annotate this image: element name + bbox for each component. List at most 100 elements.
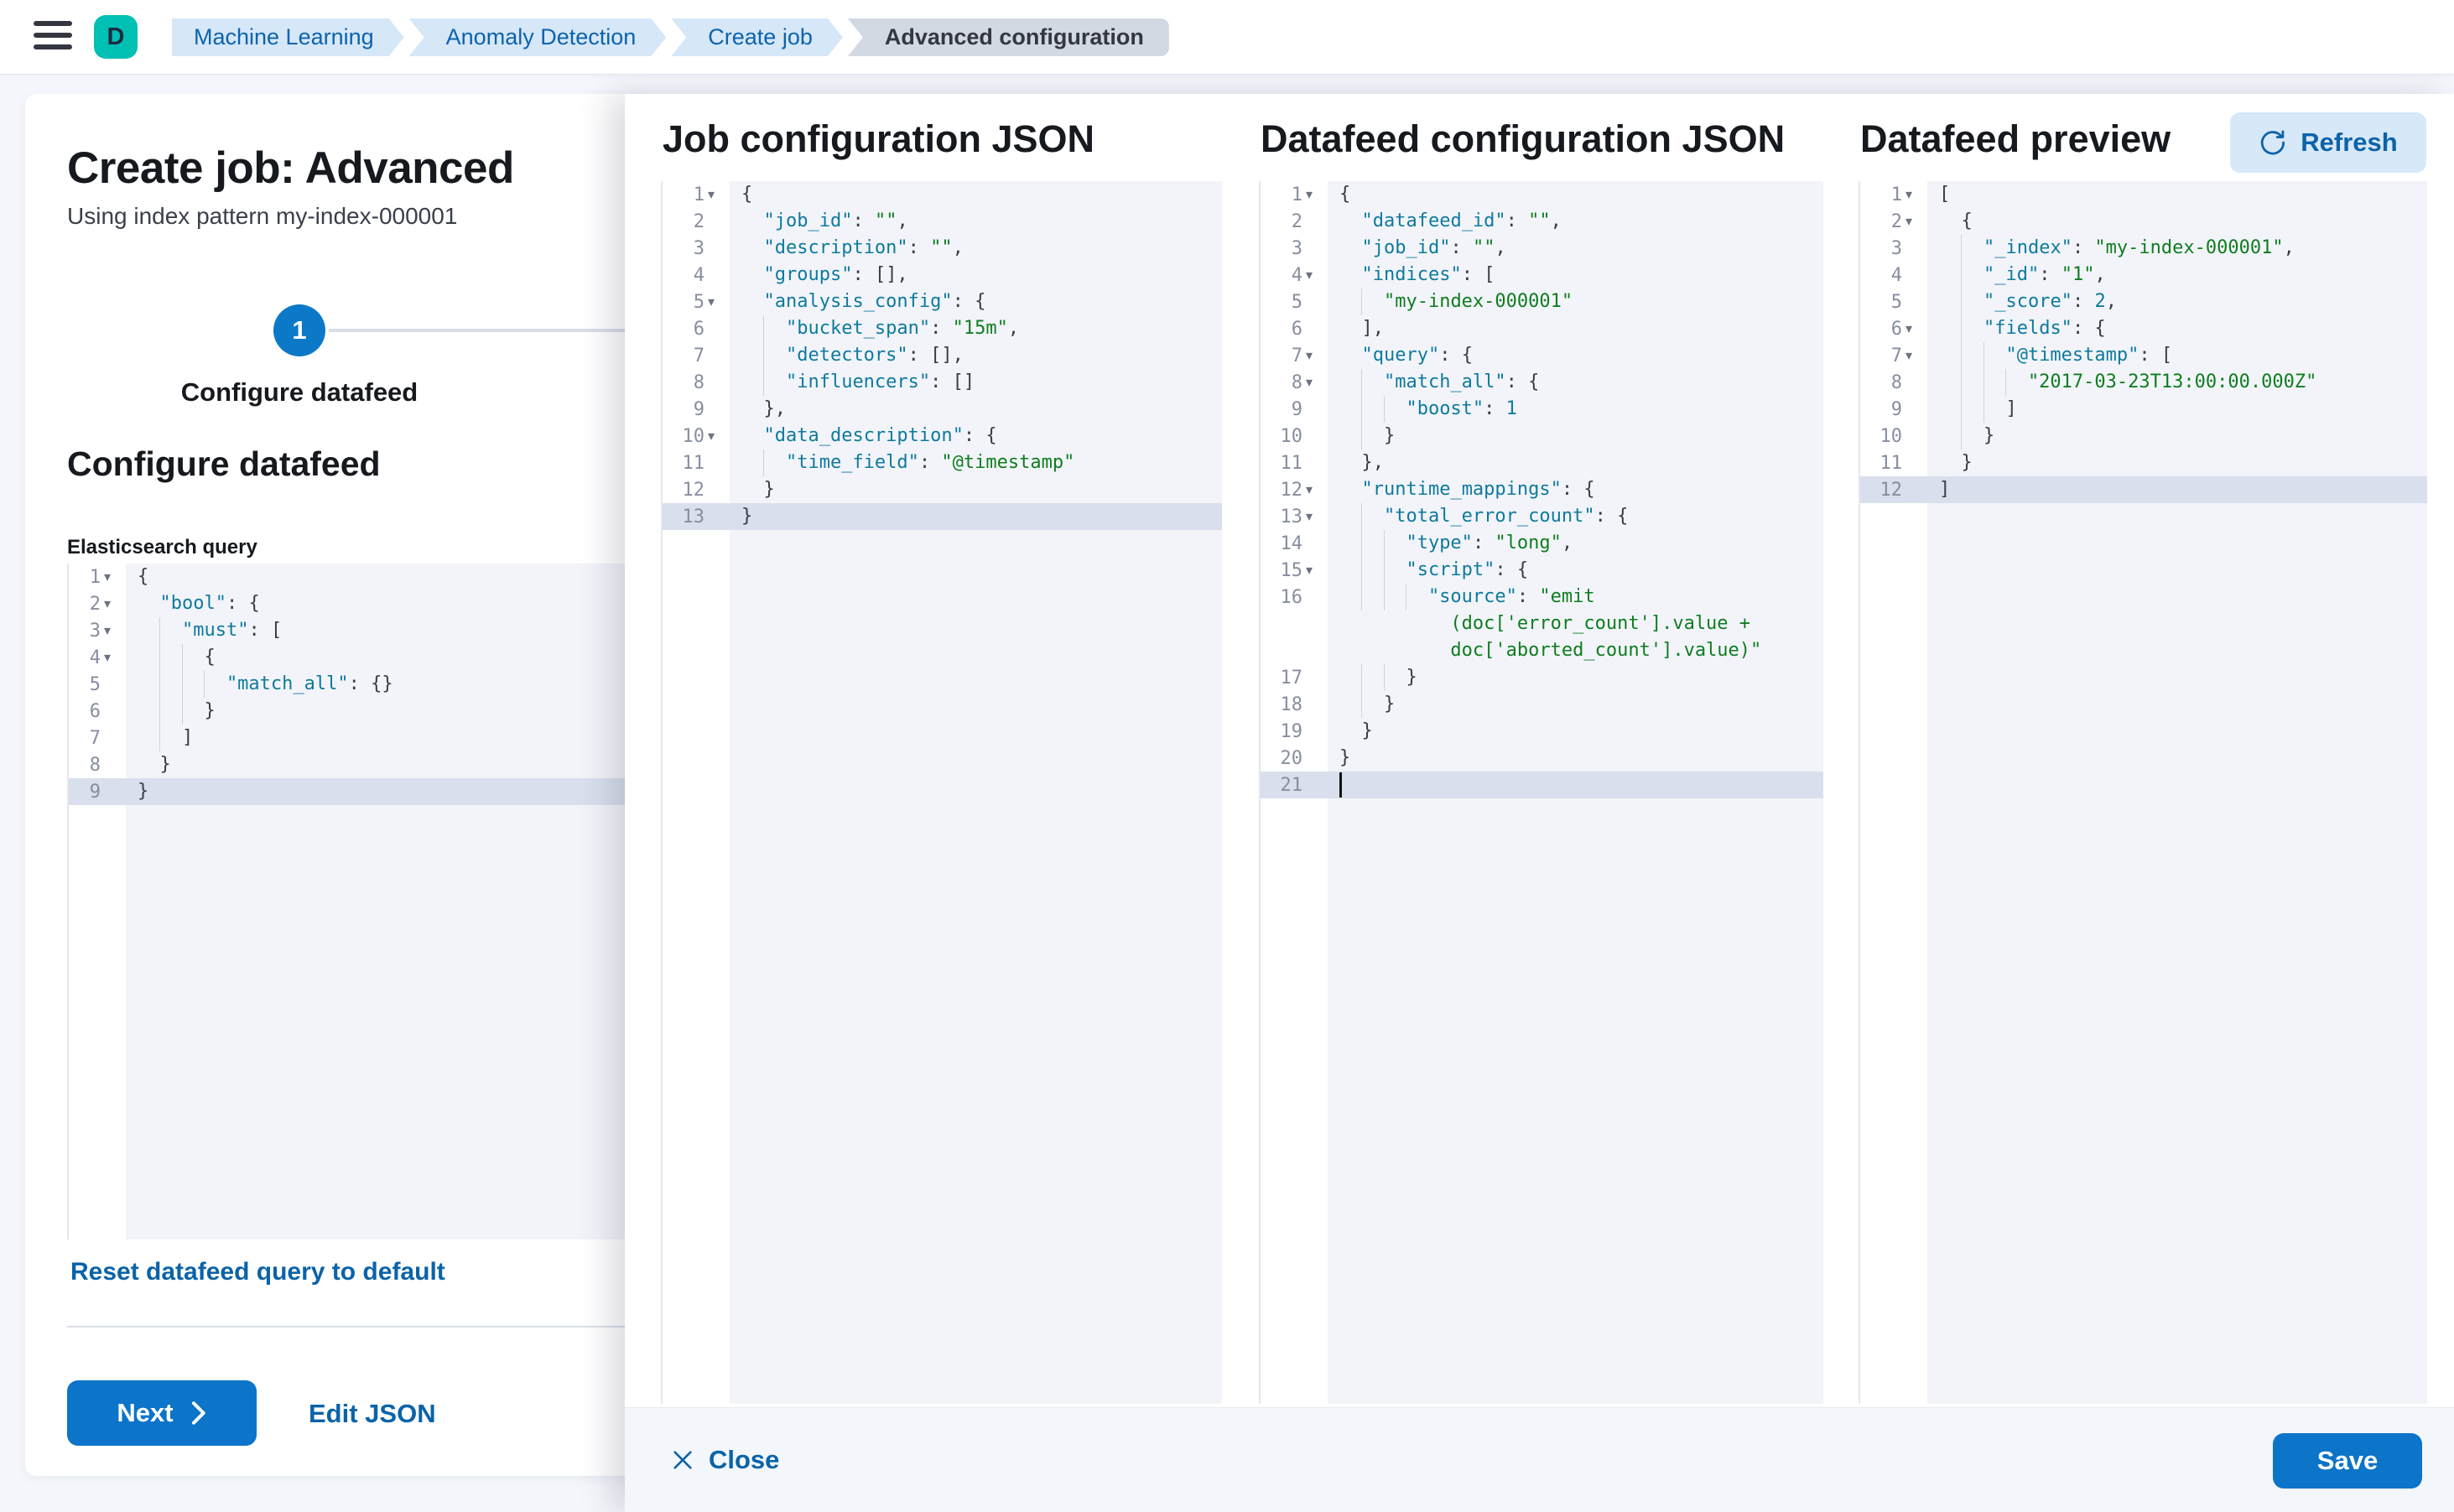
code-line: 7] [69, 725, 656, 751]
refresh-icon [2261, 130, 2285, 155]
code-line: 15▾"script": { [1261, 557, 1823, 584]
line-number: 10 [1280, 425, 1303, 447]
editor-content-background [1927, 181, 2427, 1404]
reset-datafeed-query-link[interactable]: Reset datafeed query to default [70, 1258, 445, 1286]
step-1-indicator[interactable]: 1 [273, 304, 325, 356]
line-number: 7 [693, 345, 704, 366]
code-line: 13} [663, 503, 1222, 530]
datafeed-config-title: Datafeed configuration JSON [1261, 117, 1786, 160]
space-avatar[interactable]: D [94, 15, 138, 59]
code-line: 7▾"query": { [1291, 345, 1473, 366]
fold-toggle-icon[interactable]: ▾ [104, 651, 112, 665]
line-number: 12 [1879, 479, 1903, 501]
code-line: 5"my-index-000001" [1261, 288, 1823, 315]
line-number: 3 [89, 620, 101, 642]
close-icon [673, 1451, 692, 1469]
page-subtitle: Using index pattern my-index-000001 [67, 203, 458, 229]
line-number: 1 [693, 184, 704, 205]
code-line: 13▾"total_error_count": { [1261, 503, 1823, 530]
line-number: 21 [1280, 774, 1303, 796]
code-line: 8▾"match_all": { [1261, 369, 1823, 396]
section-title: Configure datafeed [67, 444, 381, 483]
fold-toggle-icon[interactable]: ▾ [1306, 349, 1313, 363]
line-number: 16 [1280, 586, 1303, 608]
line-number: 14 [1280, 533, 1303, 554]
save-button[interactable]: Save [2273, 1433, 2422, 1489]
code-line: 8} [89, 754, 171, 776]
fold-toggle-icon[interactable]: ▾ [1905, 349, 1913, 363]
breadcrumb-item[interactable]: Create job [671, 18, 843, 56]
editor-content-background [126, 564, 656, 1239]
line-number: 7 [1890, 345, 1902, 366]
menu-icon[interactable] [34, 21, 74, 53]
es-query-editor[interactable]: 1▾{2▾"bool": {3▾"must": [4▾{5"match_all"… [67, 564, 656, 1239]
fold-toggle-icon[interactable]: ▾ [1306, 376, 1313, 390]
code-line: 10} [1261, 423, 1823, 449]
code-line: 17} [1261, 664, 1823, 691]
fold-toggle-icon[interactable]: ▾ [1905, 188, 1913, 202]
code-line: 10▾"data_description": { [682, 425, 997, 447]
edit-json-flyout: Job configuration JSON Datafeed configur… [625, 94, 2454, 1512]
step-label: Configure datafeed [180, 377, 419, 407]
fold-toggle-icon[interactable]: ▾ [1306, 268, 1313, 283]
line-number: 15 [1280, 559, 1303, 581]
next-button[interactable]: Next [67, 1380, 257, 1446]
line-number: 4 [89, 647, 101, 668]
datafeed-preview-editor[interactable]: 1▾[2▾{3"_index": "my-index-000001",4"_id… [1859, 181, 2427, 1404]
code-line: 5▾"analysis_config": { [693, 291, 986, 313]
line-number: 11 [682, 452, 705, 474]
code-line: 9] [1860, 396, 2427, 423]
job-config-title: Job configuration JSON [663, 117, 1095, 160]
line-number: 8 [1890, 372, 1902, 393]
code-line: 6"bucket_span": "15m", [663, 315, 1222, 342]
fold-toggle-icon[interactable]: ▾ [104, 570, 112, 585]
code-line: 2"datafeed_id": "", [1291, 210, 1562, 232]
fold-toggle-icon[interactable]: ▾ [1306, 483, 1313, 497]
code-line: 3"_index": "my-index-000001", [1860, 235, 2427, 262]
fold-toggle-icon[interactable]: ▾ [1905, 322, 1913, 336]
code-line: 3"description": "", [693, 237, 964, 259]
close-button[interactable]: Close [671, 1438, 779, 1482]
fold-toggle-icon[interactable]: ▾ [1306, 564, 1313, 578]
code-line: 12] [1860, 476, 2427, 503]
line-number: 17 [1280, 667, 1303, 688]
code-line: 2▾{ [1890, 210, 1973, 232]
code-line: 14"type": "long", [1261, 530, 1823, 557]
code-line: 11"time_field": "@timestamp" [663, 449, 1222, 476]
fold-toggle-icon[interactable]: ▾ [708, 295, 715, 309]
code-line: 12▾"runtime_mappings": { [1280, 479, 1595, 501]
code-line: 2"job_id": "", [693, 210, 908, 232]
fold-toggle-icon[interactable]: ▾ [1306, 510, 1313, 524]
fold-toggle-icon[interactable]: ▾ [708, 429, 715, 444]
line-number: 7 [89, 727, 101, 749]
save-button-label: Save [2316, 1446, 2379, 1475]
breadcrumb-item[interactable]: Anomaly Detection [409, 18, 667, 56]
breadcrumb-item[interactable]: Machine Learning [172, 18, 404, 56]
fold-toggle-icon[interactable]: ▾ [104, 597, 112, 611]
code-line: 1▾{ [1291, 184, 1351, 205]
datafeed-config-editor[interactable]: 1▾{2"datafeed_id": "",3"job_id": "",4▾"i… [1259, 181, 1823, 1404]
page-title: Create job: Advanced [67, 143, 514, 193]
code-line: 3▾"must": [ [69, 617, 656, 644]
code-line: 9}, [693, 398, 786, 420]
fold-toggle-icon[interactable]: ▾ [1905, 215, 1913, 229]
line-number: 10 [1879, 425, 1903, 447]
line-number: 5 [693, 291, 704, 313]
code-line: 5"match_all": {} [69, 671, 656, 698]
fold-toggle-icon[interactable]: ▾ [104, 624, 112, 638]
fold-toggle-icon[interactable]: ▾ [1306, 188, 1313, 202]
line-number: 6 [693, 318, 704, 340]
line-number: 5 [1890, 291, 1902, 313]
editor-content-background [730, 181, 1222, 1404]
code-line: (doc['error_count'].value + [1450, 613, 1751, 634]
line-number: 1 [1890, 184, 1902, 205]
job-config-editor[interactable]: 1▾{2"job_id": "",3"description": "",4"gr… [661, 181, 1222, 1404]
line-number: 7 [1291, 345, 1302, 366]
refresh-button[interactable]: Refresh [2230, 112, 2426, 173]
edit-json-link[interactable]: Edit JSON [309, 1399, 436, 1428]
line-number: 4 [1291, 264, 1302, 286]
line-number: 3 [1890, 237, 1902, 259]
line-number: 3 [693, 237, 704, 259]
fold-toggle-icon[interactable]: ▾ [708, 188, 715, 202]
